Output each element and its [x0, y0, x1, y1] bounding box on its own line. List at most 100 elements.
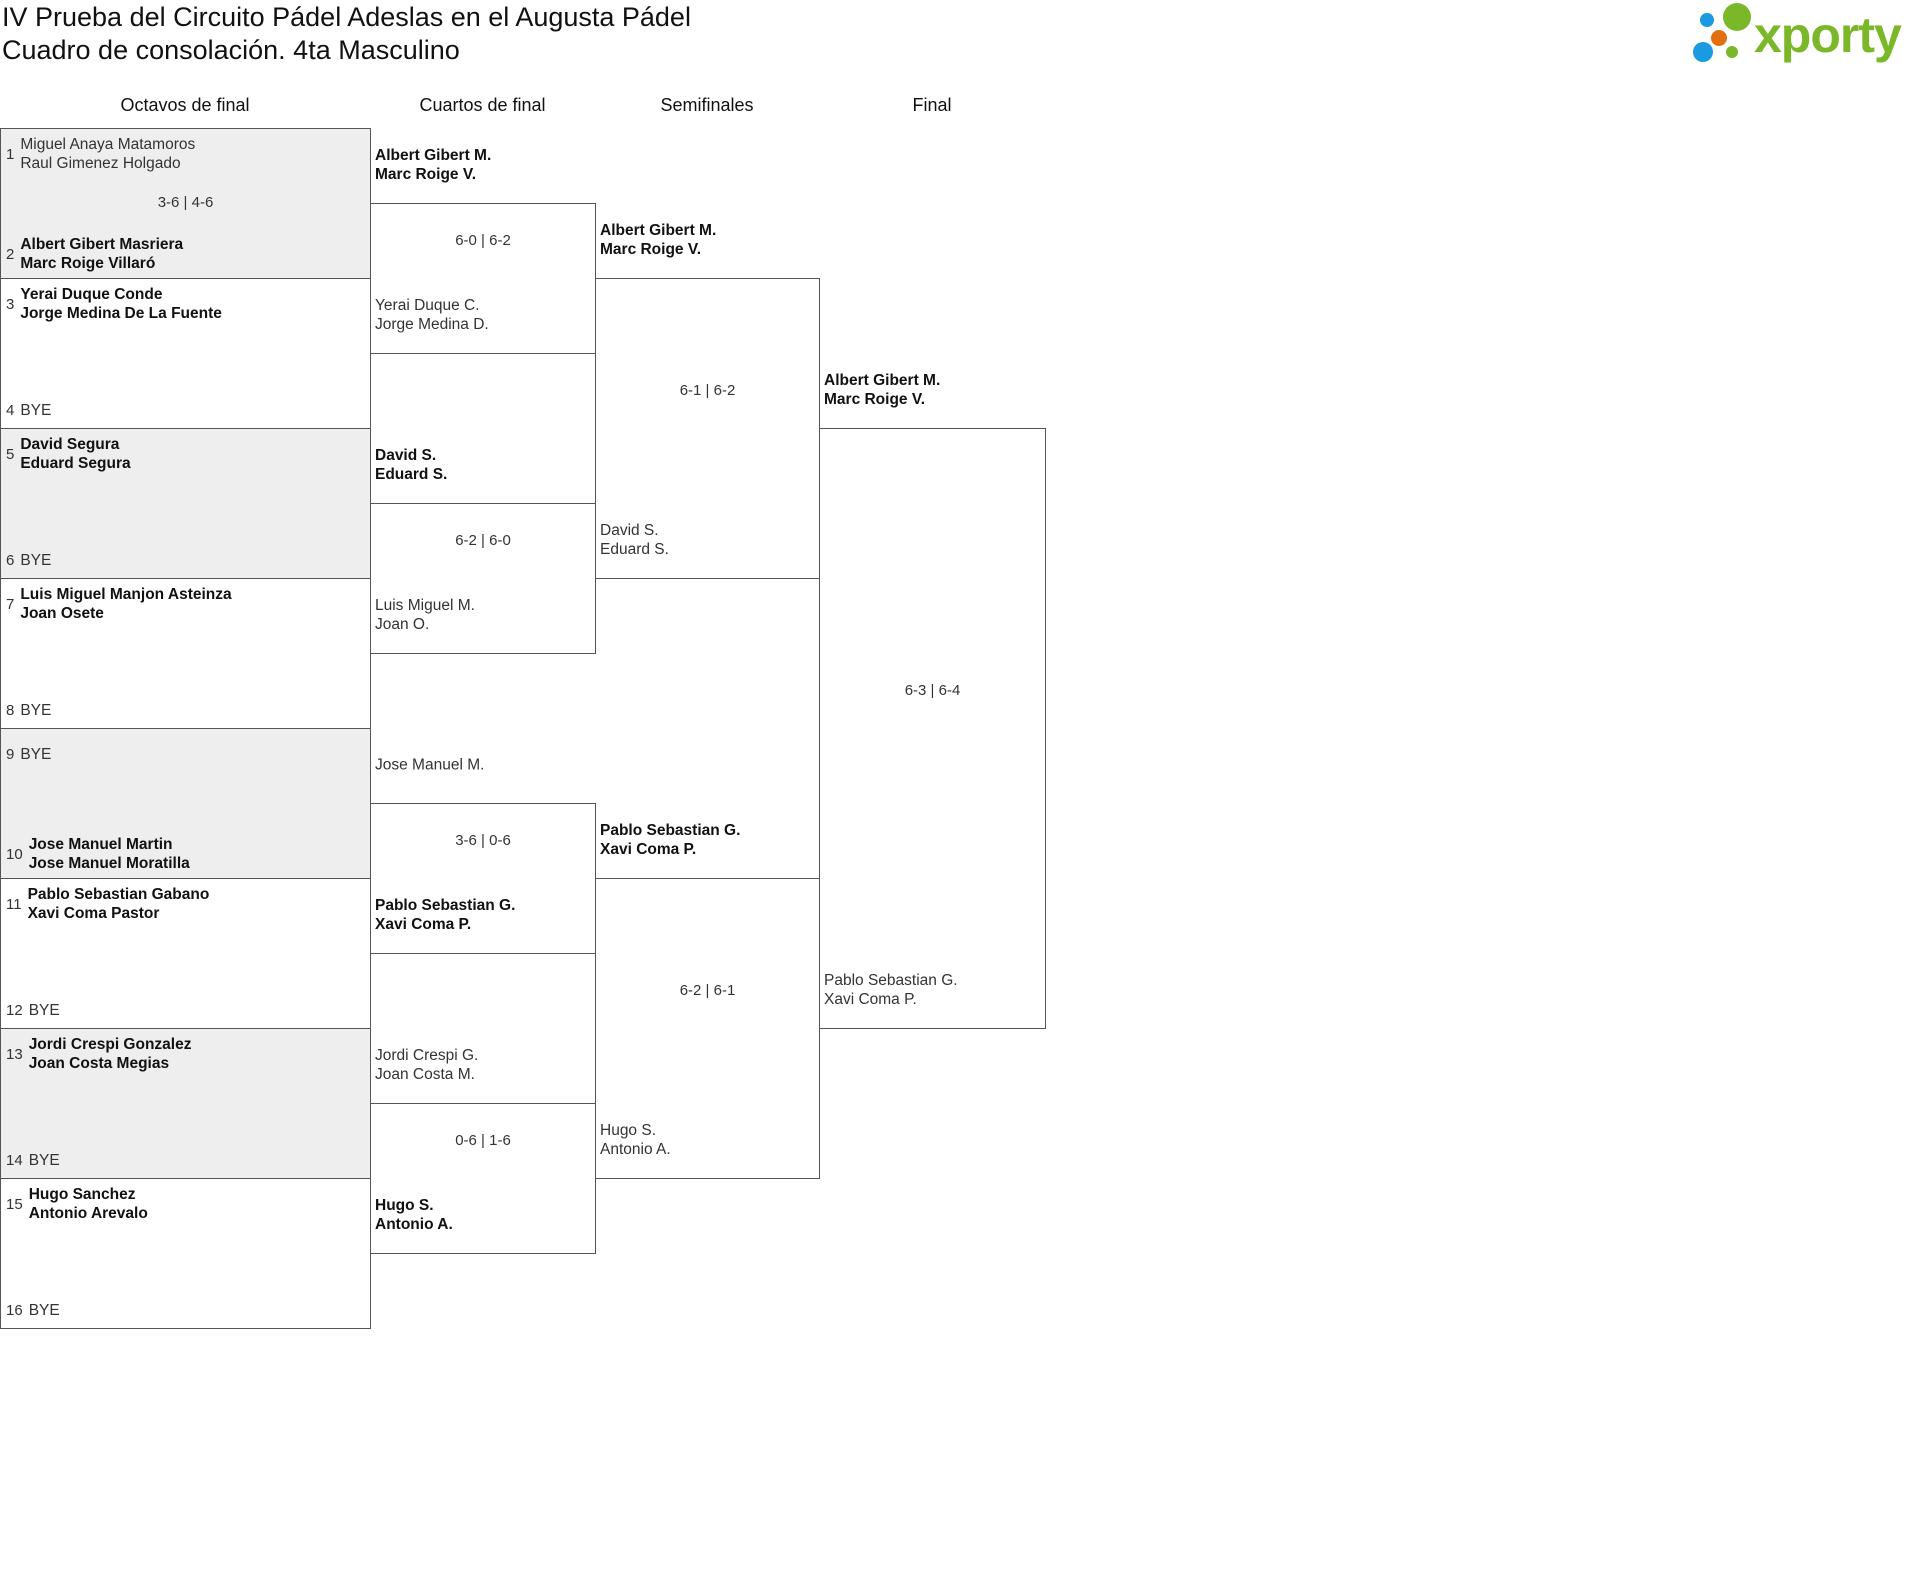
round-header: Semifinales [660, 95, 754, 115]
player-name: Hugo Sanchez [28, 1186, 136, 1203]
match-score: 6-1 | 6-2 [679, 381, 736, 399]
team-entry[interactable]: 12 BYE [6, 1001, 60, 1020]
team-entry[interactable]: Pablo Sebastian G.Xavi Coma P. [600, 821, 740, 859]
player-names: BYE [20, 701, 51, 720]
team-entry[interactable]: 6 BYE [6, 551, 51, 570]
player-names: BYE [29, 1001, 60, 1020]
player-names: BYE [20, 551, 51, 570]
player-name: Jose Manuel Moratilla [28, 855, 190, 872]
seed-number: 16 [6, 1302, 23, 1319]
logo-dot-icon [1700, 13, 1714, 27]
match-score: 6-3 | 6-4 [904, 681, 961, 699]
match-score: 3-6 | 0-6 [455, 831, 511, 849]
round-header: Octavos de final [120, 95, 250, 115]
player-names: BYE [20, 401, 51, 420]
seed-number: 4 [6, 402, 15, 419]
player-name: Marc Roige V. [600, 241, 702, 258]
team-entry[interactable]: David S. Eduard S. [600, 521, 669, 559]
team-entry[interactable]: Albert Gibert M.Marc Roige V. [600, 221, 716, 259]
match-score: 6-0 | 6-2 [455, 231, 511, 249]
player-name: Pablo Sebastian G. [375, 897, 516, 914]
team-entry[interactable]: Pablo Sebastian G.Xavi Coma P. [375, 896, 515, 934]
player-name: Antonio A. [375, 1216, 453, 1233]
match-score: 6-2 | 6-0 [455, 531, 511, 549]
seed-number: 11 [6, 895, 22, 913]
player-name: Joan Costa M. [375, 1066, 475, 1083]
team-entry[interactable]: Hugo S.Antonio A. [375, 1196, 453, 1234]
player-name: David S. [600, 522, 659, 539]
logo-text: xporty [1754, 7, 1902, 63]
team-entry[interactable]: Albert Gibert M.Marc Roige V. [375, 146, 491, 184]
seed-number: 9 [6, 746, 15, 763]
player-name: BYE [20, 552, 52, 569]
player-name: Marc Roige V. [824, 391, 926, 408]
seed-number: 14 [6, 1152, 23, 1169]
player-name: David Segura [20, 436, 120, 453]
match-score: 3-6 | 4-6 [157, 194, 214, 211]
team-entry[interactable]: Albert Gibert M.Marc Roige V. [824, 371, 940, 409]
xporty-logo[interactable]: xporty [1650, 0, 1920, 80]
seed-number: 7 [6, 595, 15, 613]
player-name: Raul Gimenez Holgado [20, 155, 181, 172]
match-score: 0-6 | 1-6 [455, 1131, 511, 1149]
round-header: Final [912, 95, 952, 115]
player-name: Xavi Coma P. [824, 991, 917, 1008]
seed-number: 12 [6, 1002, 23, 1019]
player-name: Jose Manuel M. [375, 756, 485, 774]
logo-dot-icon [1693, 42, 1713, 62]
team-entry[interactable]: 9 BYE [6, 745, 51, 764]
seed-number: 8 [6, 702, 15, 719]
seed-number: 5 [6, 445, 15, 463]
seed-number: 10 [6, 845, 23, 863]
round-header: Cuartos de final [419, 95, 546, 115]
player-name: BYE [20, 402, 52, 419]
player-name: Joan Costa Megias [28, 1055, 170, 1072]
seed-number: 6 [6, 552, 15, 569]
logo-dot-icon [1711, 30, 1727, 46]
team-entry[interactable]: 16 BYE [6, 1301, 60, 1320]
player-name: Miguel Anaya Matamoros [20, 136, 196, 153]
player-name: Jose Manuel Martin [28, 836, 173, 853]
player-name: Eduard S. [600, 541, 669, 558]
team-entry[interactable]: Jose Manuel M. [375, 756, 484, 775]
player-name: Hugo S. [600, 1122, 657, 1139]
player-name: BYE [20, 746, 52, 763]
player-name: BYE [28, 1002, 60, 1019]
team-entry[interactable]: Jordi Crespi G.Joan Costa M. [375, 1046, 478, 1084]
player-name: BYE [28, 1302, 60, 1319]
team-entry[interactable]: David S. Eduard S. [375, 446, 447, 484]
team-entry[interactable]: 8 BYE [6, 701, 51, 720]
page-subtitle: Cuadro de consolación. 4ta Masculino [2, 35, 460, 65]
team-entry[interactable]: Yerai Duque C.Jorge Medina D. [375, 296, 489, 334]
team-entry[interactable]: Pablo Sebastian G.Xavi Coma P. [824, 971, 958, 1009]
team-entry[interactable]: Luis Miguel M.Joan O. [375, 596, 475, 634]
team-entry[interactable]: Hugo S.Antonio A. [600, 1121, 671, 1159]
player-name: Joan O. [375, 616, 430, 633]
player-name: Xavi Coma Pastor [27, 905, 160, 922]
player-name: Marc Roige Villaró [20, 255, 156, 272]
player-name: Eduard S. [375, 466, 448, 483]
player-name: Eduard Segura [20, 455, 131, 472]
player-name: David S. [375, 447, 437, 464]
team-entry[interactable]: 4 BYE [6, 401, 51, 420]
player-name: Antonio Arevalo [28, 1205, 148, 1222]
player-name: Pablo Sebastian G. [600, 822, 741, 839]
